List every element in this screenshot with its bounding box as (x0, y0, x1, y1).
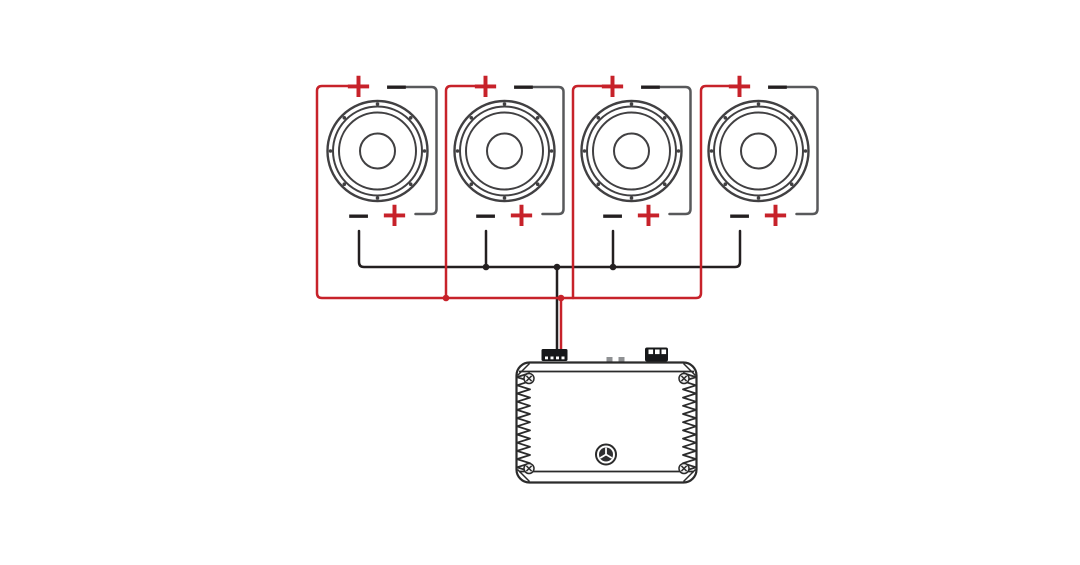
terminal-bottom-negative: − (346, 199, 371, 234)
corner-screw (678, 372, 690, 385)
terminal-top-negative: − (511, 70, 536, 105)
terminal-bottom-negative: − (473, 199, 498, 234)
terminal-bottom-positive: + (380, 195, 409, 235)
terminal-top-positive: + (598, 66, 627, 106)
corner-screw (678, 462, 690, 475)
positive-wiring (315, 84, 732, 356)
terminal-top-positive: + (725, 66, 754, 106)
series-jumper-wire (531, 85, 565, 216)
terminal-top-positive: + (344, 66, 373, 106)
series-jumper-wire (404, 85, 438, 216)
jl-audio-logo-icon (595, 443, 617, 466)
amplifier (515, 347, 698, 484)
speaker-cone (707, 99, 810, 203)
chassis-face-lines (519, 370, 694, 473)
subwoofer-1: + − − + (326, 66, 438, 235)
terminal-bottom-negative: − (727, 199, 752, 234)
terminal-bottom-negative: − (600, 199, 625, 234)
terminal-top-negative: − (765, 70, 790, 105)
terminal-bottom-positive: + (507, 195, 536, 235)
positive-bus-wire (315, 84, 732, 300)
right-heatsink-fins (682, 372, 697, 473)
amplifier-chassis (515, 361, 698, 484)
terminal-contacts (545, 356, 565, 360)
terminal-top-negative: − (638, 70, 663, 105)
subwoofer-3-positive-feed-wire (571, 84, 605, 300)
left-heatsink-fins (516, 372, 531, 473)
terminal-bottom-positive: + (634, 195, 663, 235)
negative-wiring (357, 229, 742, 356)
series-jumper-wire (785, 85, 819, 216)
subwoofer-3: + − − + (580, 66, 692, 235)
chassis-corner-seams (516, 362, 697, 483)
corner-screw (523, 462, 535, 475)
subwoofer-2-positive-feed-wire (444, 84, 478, 300)
terminal-top-positive: + (471, 66, 500, 106)
speaker-cone (326, 99, 429, 203)
negative-bus-wire (357, 229, 742, 269)
terminal-bottom-positive: + (761, 195, 790, 235)
corner-screw (523, 372, 535, 385)
power-connector-pins (648, 349, 667, 355)
subwoofer-2: + − − + (453, 66, 565, 235)
positive-junction-dots (442, 294, 565, 302)
terminal-top-negative: − (384, 70, 409, 105)
negative-junction-dots (482, 263, 617, 271)
speaker-cone (453, 99, 556, 203)
speaker-cone (580, 99, 683, 203)
subwoofer-4: + − − + (707, 66, 819, 235)
series-jumper-wire (658, 85, 692, 216)
top-edge-controls (606, 357, 625, 363)
